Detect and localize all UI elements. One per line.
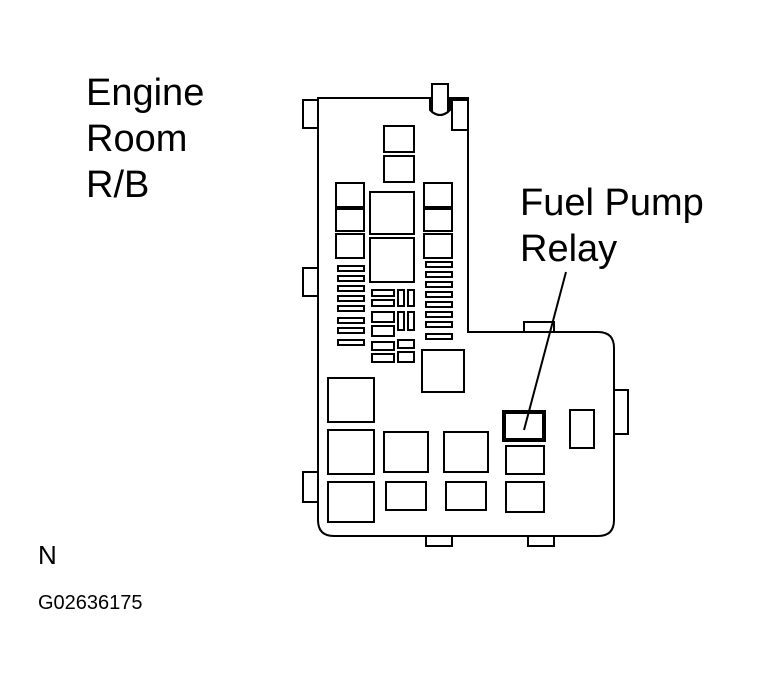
relay-slot: [327, 481, 375, 523]
fuse-slot: [423, 208, 453, 232]
relay-slot: [421, 349, 465, 393]
mini-fuse-column-right: [425, 261, 453, 340]
callout-line-2: Relay: [520, 228, 618, 270]
fuse-slot: [335, 208, 365, 232]
fuse-slot: [423, 233, 453, 259]
fuse-slot: [383, 155, 415, 183]
relay-slot: [569, 409, 595, 449]
relay-slot: [369, 191, 415, 235]
title-line-3: R/B: [86, 164, 150, 206]
relay-slot: [383, 431, 429, 473]
fuel-pump-relay-callout: Fuel Pump Relay: [520, 180, 704, 272]
side-tab: [302, 99, 319, 129]
side-tab: [302, 471, 319, 503]
relay-block-title: Engine Room R/B: [86, 70, 204, 208]
relay-slot: [443, 431, 489, 473]
callout-leader-line: [523, 271, 567, 431]
mini-fuse-column-left: [337, 265, 365, 346]
top-clip: [431, 83, 449, 116]
title-line-1: Engine: [86, 72, 205, 114]
top-tab: [523, 321, 555, 333]
relay-slot: [505, 481, 545, 513]
callout-line-1: Fuel Pump: [520, 182, 704, 224]
fuse-slot: [383, 125, 415, 153]
relay-slot: [327, 377, 375, 423]
relay-slot: [445, 481, 487, 511]
title-line-2: Room: [86, 118, 188, 160]
relay-slot: [327, 429, 375, 475]
figure-id: G02636175: [38, 592, 143, 614]
relay-slot: [505, 445, 545, 475]
bottom-tab: [425, 535, 453, 547]
fuel-pump-relay: [502, 410, 546, 442]
fuse-slot: [335, 233, 365, 259]
code-letter: N: [38, 540, 57, 570]
bottom-tab: [527, 535, 555, 547]
relay-slot: [385, 481, 427, 511]
relay-slot: [369, 237, 415, 283]
fuse-slot: [335, 182, 365, 208]
center-fuse-cluster: [371, 289, 415, 363]
side-tab: [613, 389, 629, 435]
side-tab: [451, 99, 469, 131]
fuse-slot: [423, 182, 453, 208]
side-tab: [302, 267, 319, 297]
